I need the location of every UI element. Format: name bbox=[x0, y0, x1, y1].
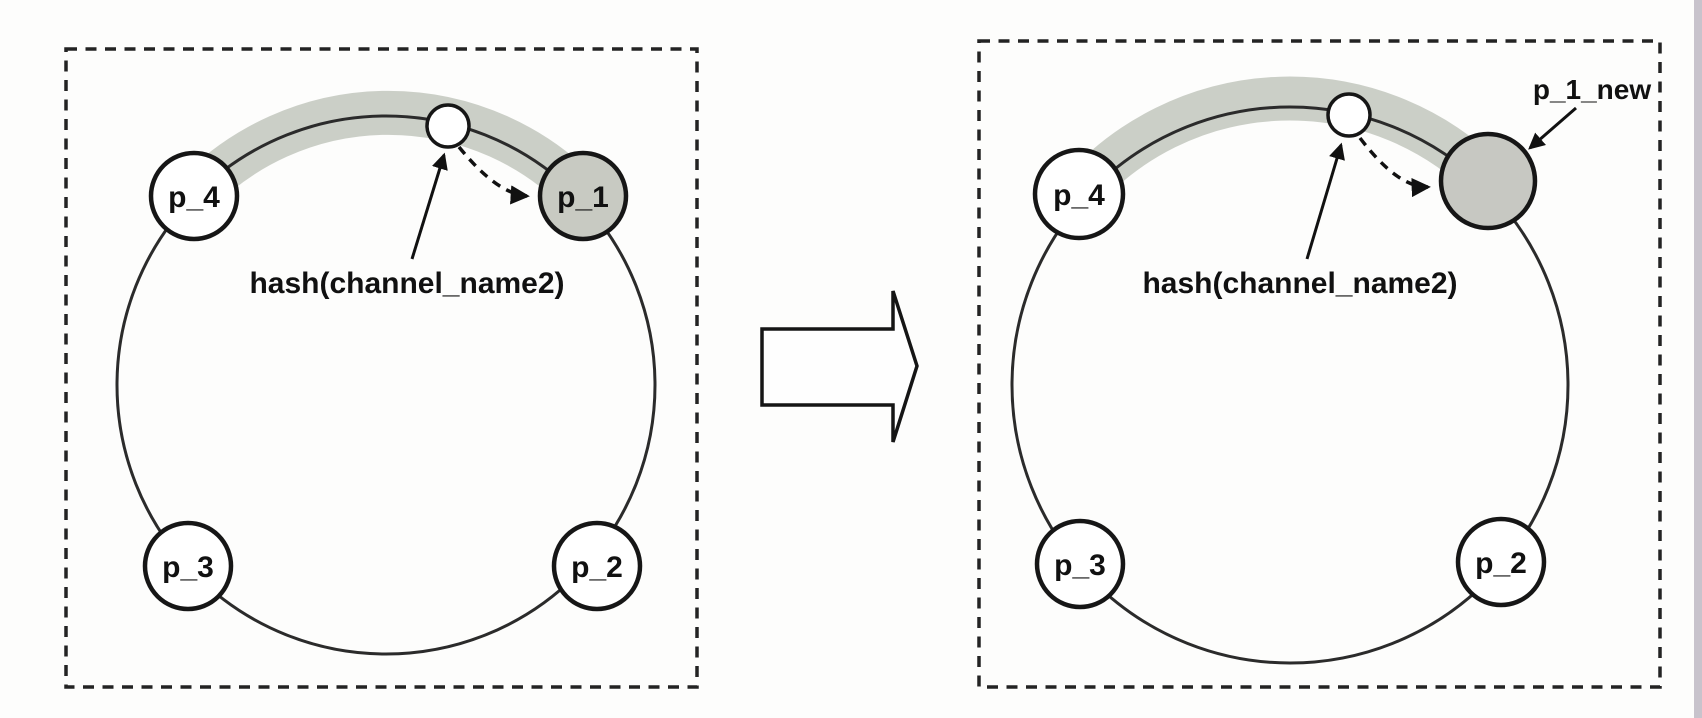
node-p1-new-after bbox=[1438, 131, 1538, 231]
assignment-arrow-after bbox=[1358, 136, 1431, 198]
node-p4-circle bbox=[148, 150, 240, 242]
node-p1-before: p_1 bbox=[537, 150, 629, 242]
hash-label-before: hash(channel_name2) bbox=[249, 267, 564, 300]
diagram-after: p_4 p_3 p_2 hash(channel_name2) p_1_new bbox=[977, 39, 1662, 689]
page-edge-strip bbox=[1694, 0, 1702, 718]
boundary-box-after bbox=[977, 39, 1662, 689]
hash-point-after bbox=[1326, 92, 1372, 138]
node-p2-circle bbox=[1455, 516, 1547, 608]
node-p3-label: p_3 bbox=[1054, 549, 1106, 582]
hash-ring-after bbox=[1010, 105, 1570, 665]
diagram-before: p_4 p_1 p_3 p_2 hash(channel_name2) bbox=[64, 47, 699, 689]
node-p2-label: p_2 bbox=[571, 551, 623, 584]
new-node-callout-label: p_1_new bbox=[1533, 74, 1651, 105]
node-p3-circle bbox=[142, 520, 234, 612]
node-p3-label: p_3 bbox=[162, 551, 214, 584]
assignment-arrow-before bbox=[457, 145, 530, 205]
highlight-band-after bbox=[1062, 76, 1504, 209]
node-p4-before: p_4 bbox=[148, 150, 240, 242]
node-p4-circle bbox=[1032, 147, 1126, 241]
node-p1-label: p_1 bbox=[557, 181, 609, 214]
node-p2-circle bbox=[551, 520, 643, 612]
new-node-callout-arrow bbox=[1528, 106, 1577, 150]
hash-label-arrow-after bbox=[1305, 142, 1345, 260]
node-p3-circle bbox=[1034, 518, 1126, 610]
node-p1-new-circle bbox=[1438, 131, 1538, 231]
hash-ring-before bbox=[115, 114, 657, 656]
node-p1-circle bbox=[537, 150, 629, 242]
node-p2-label: p_2 bbox=[1475, 547, 1527, 580]
boundary-box-before bbox=[64, 47, 699, 689]
node-p4-label: p_4 bbox=[168, 181, 220, 214]
transition-arrow-icon bbox=[760, 290, 919, 443]
node-p2-after: p_2 bbox=[1455, 516, 1547, 608]
node-p4-label: p_4 bbox=[1053, 179, 1105, 212]
hash-label-arrow-before bbox=[410, 152, 448, 260]
hash-label-after: hash(channel_name2) bbox=[1142, 267, 1457, 300]
node-p3-before: p_3 bbox=[142, 520, 234, 612]
node-p2-before: p_2 bbox=[551, 520, 643, 612]
node-p3-after: p_3 bbox=[1034, 518, 1126, 610]
node-p4-after: p_4 bbox=[1032, 147, 1126, 241]
hash-point-before bbox=[425, 103, 471, 149]
